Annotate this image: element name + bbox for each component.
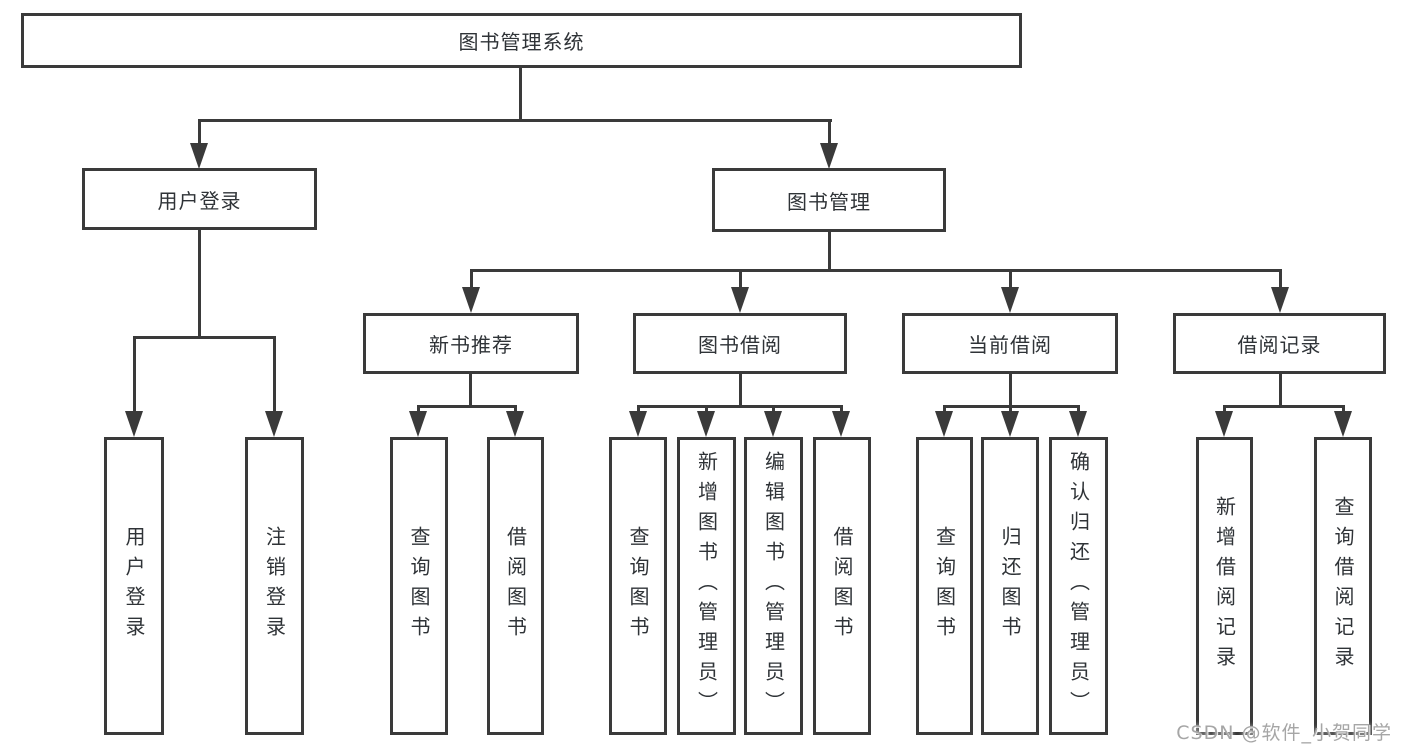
- leaf-logout: 注销登录: [245, 437, 304, 735]
- leaf-label: 新增借阅记录: [1212, 496, 1237, 676]
- leaf-borrow-books-recommend: 借阅图书: [487, 437, 544, 735]
- leaf-label: 编辑图书（管理员）: [761, 451, 786, 721]
- connector-stem-logout-leaf: [273, 336, 276, 416]
- node-current-borrow: 当前借阅: [902, 313, 1118, 374]
- node-book-borrow: 图书借阅: [633, 313, 847, 374]
- leaf-return-books: 归还图书: [981, 437, 1039, 735]
- connector-stem: [637, 405, 640, 415]
- connector-stem: [943, 405, 946, 415]
- leaf-label: 查询借阅记录: [1331, 496, 1355, 676]
- arrow-down-icon: [1271, 287, 1289, 313]
- leaf-label: 查询图书: [626, 526, 650, 646]
- arrow-down-icon: [935, 411, 953, 437]
- node-label: 图书管理: [787, 189, 871, 214]
- connector-new-book-distributor: [417, 405, 517, 408]
- arrow-down-icon: [265, 411, 283, 437]
- connector-borrow-records-drop: [1279, 374, 1282, 408]
- connector-stem-current-borrow: [1009, 269, 1012, 293]
- connector-book-borrow-distributor: [637, 405, 843, 408]
- connector-stem: [772, 405, 775, 415]
- leaf-query-borrow-record: 查询借阅记录: [1314, 437, 1372, 735]
- connector-stem-borrow-records: [1279, 269, 1282, 293]
- connector-user-login-drop: [198, 230, 201, 338]
- leaf-user-login: 用户登录: [104, 437, 164, 735]
- arrow-down-icon: [409, 411, 427, 437]
- connector-stem: [1009, 405, 1012, 415]
- connector-new-book-drop: [469, 374, 472, 408]
- arrow-down-icon: [462, 287, 480, 313]
- arrow-down-icon: [125, 411, 143, 437]
- node-label: 用户登录: [157, 188, 242, 213]
- csdn-watermark: CSDN @软件_小贺同学: [1176, 722, 1392, 744]
- leaf-label: 借阅图书: [830, 526, 854, 646]
- leaf-label: 查询图书: [407, 526, 431, 646]
- connector-stem-new-book: [470, 269, 473, 293]
- node-label: 图书管理系统: [458, 30, 585, 54]
- arrow-down-icon: [629, 411, 647, 437]
- connector-stem-book-borrow: [739, 269, 742, 293]
- connector-stem: [417, 405, 420, 415]
- arrow-down-icon: [1069, 411, 1087, 437]
- arrow-down-icon: [1001, 411, 1019, 437]
- connector-stem-user-login: [198, 119, 201, 149]
- node-new-book-recommend: 新书推荐: [363, 313, 579, 374]
- leaf-label: 借阅图书: [503, 526, 528, 646]
- leaf-edit-books-admin: 编辑图书（管理员）: [744, 437, 803, 735]
- leaf-label: 查询图书: [932, 526, 957, 646]
- arrow-down-icon: [1001, 287, 1019, 313]
- connector-stem: [1223, 405, 1226, 415]
- connector-book-mgmt-drop: [828, 232, 831, 272]
- leaf-label: 用户登录: [122, 526, 146, 646]
- leaf-label: 注销登录: [262, 526, 287, 646]
- node-book-management: 图书管理: [712, 168, 946, 232]
- connector-current-borrow-drop: [1009, 374, 1012, 408]
- node-user-login: 用户登录: [82, 168, 317, 230]
- leaf-query-books-current: 查询图书: [916, 437, 973, 735]
- leaf-query-books-borrow: 查询图书: [609, 437, 667, 735]
- arrow-down-icon: [506, 411, 524, 437]
- arrow-down-icon: [764, 411, 782, 437]
- connector-stem: [1077, 405, 1080, 415]
- leaf-label: 归还图书: [998, 526, 1022, 646]
- arrow-down-icon: [1215, 411, 1233, 437]
- node-label: 当前借阅: [968, 333, 1052, 357]
- connector-book-mgmt-distributor: [470, 269, 1282, 272]
- node-borrow-records: 借阅记录: [1173, 313, 1386, 374]
- leaf-label: 确认归还（管理员）: [1066, 451, 1091, 721]
- leaf-confirm-return-admin: 确认归还（管理员）: [1049, 437, 1108, 735]
- arrow-down-icon: [1334, 411, 1352, 437]
- connector-root-distributor: [198, 119, 832, 122]
- leaf-query-books-recommend: 查询图书: [390, 437, 448, 735]
- connector-book-borrow-drop: [739, 374, 742, 408]
- connector-stem: [514, 405, 517, 415]
- connector-stem: [705, 405, 708, 415]
- leaf-add-borrow-record: 新增借阅记录: [1196, 437, 1253, 735]
- arrow-down-icon: [731, 287, 749, 313]
- connector-borrow-records-distributor: [1223, 405, 1344, 408]
- arrow-down-icon: [832, 411, 850, 437]
- arrow-down-icon: [190, 143, 208, 169]
- connector-root-drop: [519, 68, 522, 121]
- node-label: 图书借阅: [698, 333, 782, 357]
- connector-stem: [1342, 405, 1345, 415]
- leaf-label: 新增图书（管理员）: [694, 451, 719, 721]
- node-label: 新书推荐: [429, 333, 513, 357]
- leaf-borrow-books: 借阅图书: [813, 437, 871, 735]
- node-label: 借阅记录: [1237, 333, 1322, 357]
- node-library-management-system: 图书管理系统: [21, 13, 1022, 68]
- arrow-down-icon: [697, 411, 715, 437]
- arrow-down-icon: [820, 143, 838, 169]
- connector-stem: [840, 405, 843, 415]
- connector-stem-book-management: [828, 119, 831, 149]
- connector-stem-login-leaf: [133, 336, 136, 416]
- leaf-add-books-admin: 新增图书（管理员）: [677, 437, 736, 735]
- connector-user-login-distributor: [133, 336, 276, 339]
